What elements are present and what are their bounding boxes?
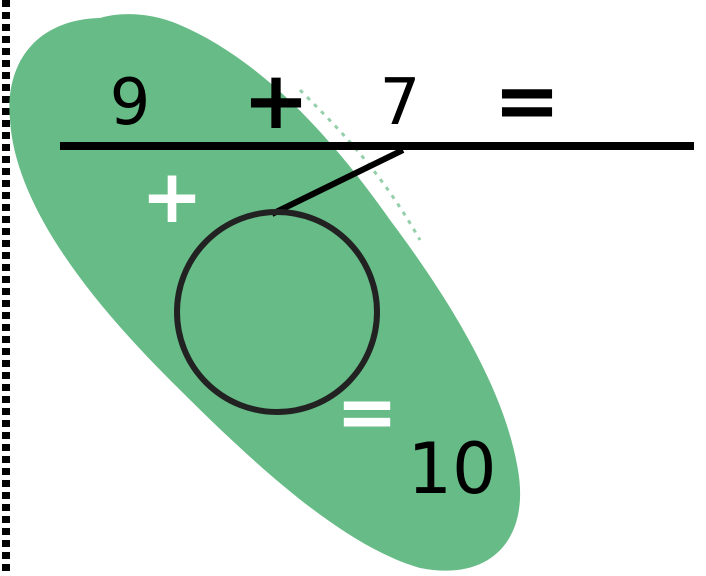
- answer-circle: [174, 209, 380, 415]
- split-result: 10: [407, 428, 496, 510]
- blob-edge-texture: [18, 59, 517, 566]
- split-equals-sign: =: [336, 369, 398, 455]
- split-plus-sign: +: [141, 154, 203, 240]
- equals-operator: =: [493, 54, 560, 147]
- first-addend: 9: [110, 66, 151, 140]
- second-addend: 7: [380, 66, 421, 140]
- plus-operator: +: [242, 54, 309, 147]
- split-connector-line: [270, 147, 405, 217]
- highlight-blob: [9, 14, 521, 571]
